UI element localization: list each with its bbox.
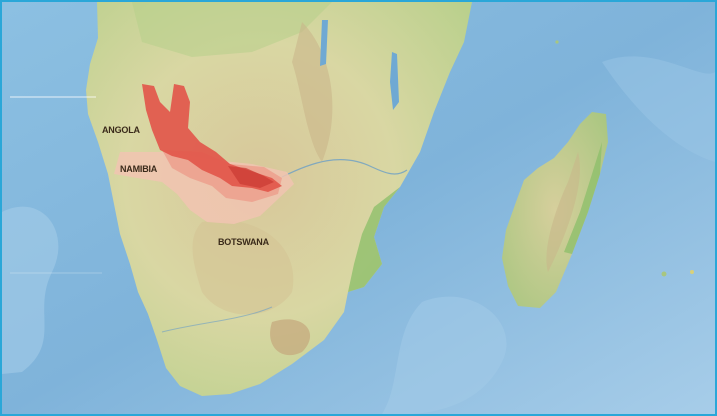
madagascar-east-forest: [564, 142, 602, 254]
orange-river: [161, 306, 273, 333]
label-angola: ANGOLA: [102, 125, 140, 135]
label-botswana: BOTSWANA: [218, 237, 270, 247]
madagascar-highland: [546, 152, 580, 272]
zambezi-river: [281, 159, 408, 178]
ocean-swirl: [602, 56, 715, 162]
label-namibia: NAMIBIA: [120, 164, 158, 174]
lake-malawi: [390, 52, 399, 110]
island: [555, 40, 559, 44]
kalahari: [192, 220, 294, 315]
madagascar-island: [502, 112, 608, 308]
range-core-detail: [228, 166, 274, 188]
island: [661, 271, 667, 277]
tropical-vegetation: [132, 2, 332, 57]
highland-south: [270, 319, 311, 356]
range-core: [142, 84, 282, 192]
ocean-swirl: [382, 296, 507, 414]
east-coast-vegetation: [348, 187, 400, 292]
ocean-swirl: [2, 206, 59, 374]
lake-tanganyika: [320, 20, 328, 66]
island: [690, 270, 694, 274]
